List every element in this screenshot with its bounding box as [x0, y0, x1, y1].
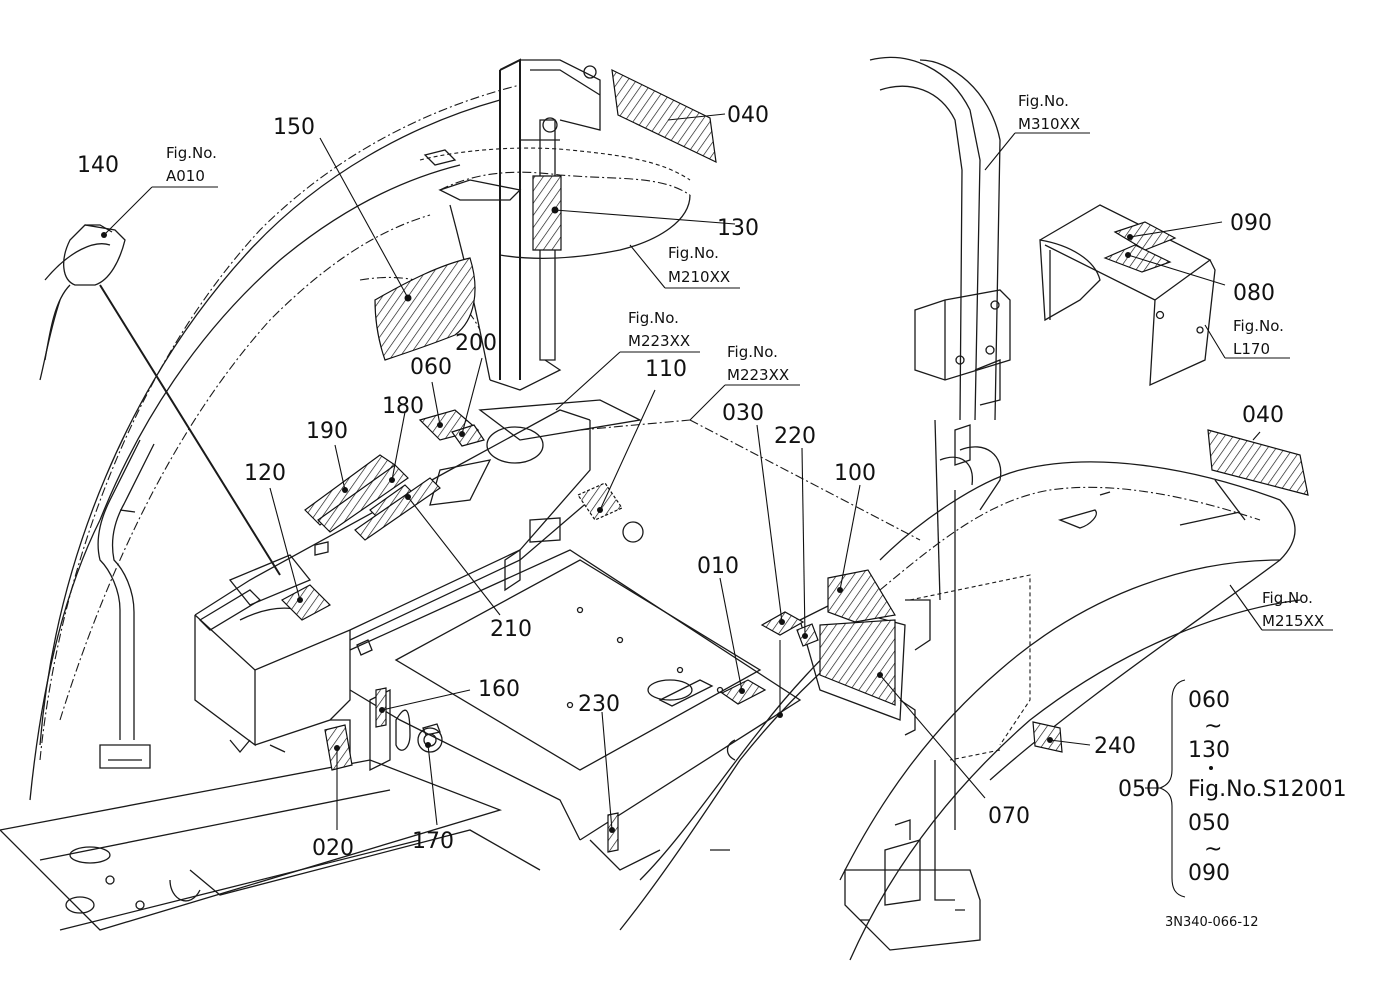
label-010: 010 — [697, 554, 739, 579]
label-210: 210 — [490, 617, 532, 642]
label-040b: 040 — [1242, 403, 1284, 428]
group-fig-text: Fig.No.S12001 — [1188, 777, 1347, 802]
decal-130 — [532, 175, 562, 251]
fig-a010-ref: A010 — [166, 167, 205, 185]
fig-m223b-ref: M223XX — [727, 366, 789, 384]
fig-a010-prefix: Fig.No. — [166, 144, 217, 162]
fig-m215-prefix: Fig.No. — [1262, 589, 1313, 607]
label-180: 180 — [382, 394, 424, 419]
decal-100 — [827, 569, 896, 623]
decal-110 — [577, 482, 623, 521]
label-230: 230 — [578, 692, 620, 717]
label-130: 130 — [717, 216, 759, 241]
decal-210 — [354, 477, 441, 541]
part-labels: 040 040 130 150 140 090 080 200 060 110 … — [77, 103, 1284, 861]
line-art — [0, 56, 1301, 961]
decal-040-right — [1207, 429, 1309, 496]
fig-m215-ref: M215XX — [1262, 612, 1324, 630]
label-120: 120 — [244, 461, 286, 486]
fig-m310-prefix: Fig.No. — [1018, 92, 1069, 110]
label-150: 150 — [273, 115, 315, 140]
label-220: 220 — [774, 424, 816, 449]
decal-190b — [317, 464, 409, 533]
group-bracket: 060 ~ 130 050 Fig.No.S12001 050 ~ 090 — [1118, 679, 1347, 898]
decal-070 — [819, 619, 896, 706]
fig-l170-ref: L170 — [1233, 340, 1270, 358]
leader-lines — [101, 113, 1333, 833]
decal-200 — [451, 424, 485, 447]
label-140: 140 — [77, 153, 119, 178]
label-020: 020 — [312, 836, 354, 861]
label-110: 110 — [645, 357, 687, 382]
decal-090 — [1113, 221, 1177, 251]
label-200: 200 — [455, 331, 497, 356]
decals — [281, 68, 1309, 853]
decal-040-top — [611, 68, 717, 164]
fig-m310-ref: M310XX — [1018, 115, 1080, 133]
drawing-code: 3N340-066-12 — [1165, 915, 1259, 930]
group-tilde-1: ~ — [1204, 714, 1222, 739]
label-160: 160 — [478, 677, 520, 702]
decal-150 — [374, 257, 476, 361]
label-070: 070 — [988, 804, 1030, 829]
fig-m210-ref: M210XX — [668, 268, 730, 286]
group-range2-start: 050 — [1188, 811, 1230, 836]
label-100: 100 — [834, 461, 876, 486]
fig-references: Fig.No. A010 Fig.No. M310XX Fig.No. M210… — [166, 92, 1324, 630]
label-030: 030 — [722, 401, 764, 426]
group-tilde-2: ~ — [1204, 837, 1222, 862]
label-090: 090 — [1230, 211, 1272, 236]
label-240: 240 — [1094, 734, 1136, 759]
fig-m223a-prefix: Fig.No. — [628, 309, 679, 327]
fig-m223a-ref: M223XX — [628, 332, 690, 350]
group-range1-start: 060 — [1188, 688, 1230, 713]
label-190: 190 — [306, 419, 348, 444]
fig-m210-prefix: Fig.No. — [668, 244, 719, 262]
label-060: 060 — [410, 355, 452, 380]
decal-120 — [281, 584, 331, 621]
label-080: 080 — [1233, 281, 1275, 306]
label-040: 040 — [727, 103, 769, 128]
decal-240 — [1032, 721, 1063, 753]
group-range1-end: 130 — [1188, 738, 1230, 763]
group-label: 050 — [1118, 777, 1160, 802]
fig-l170-prefix: Fig.No. — [1233, 317, 1284, 335]
label-170: 170 — [412, 829, 454, 854]
group-range2-end: 090 — [1188, 861, 1230, 886]
fig-m223b-prefix: Fig.No. — [727, 343, 778, 361]
